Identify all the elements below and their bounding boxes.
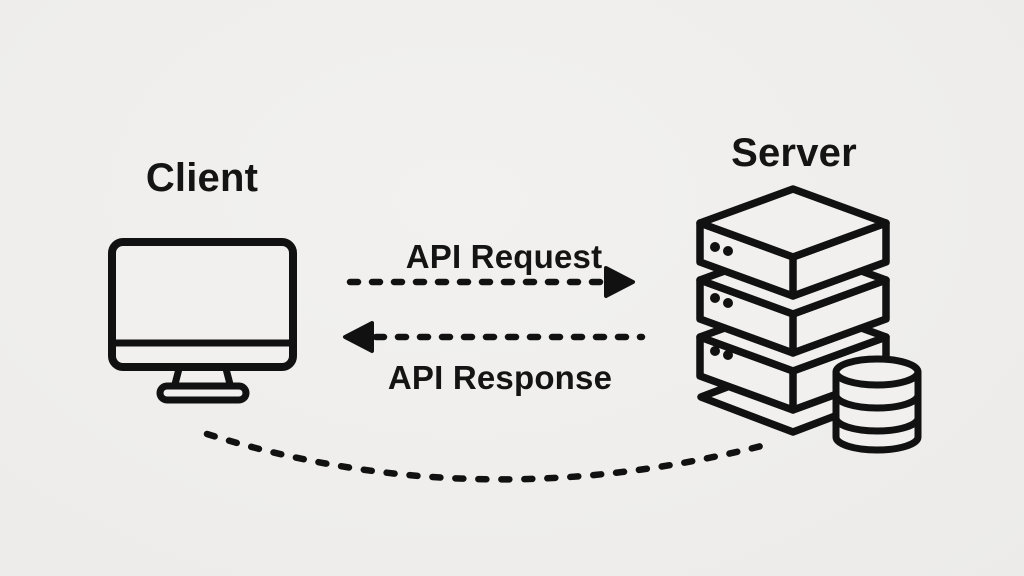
database-icon (832, 355, 922, 454)
api-response-label: API Response (387, 359, 613, 396)
api-response-arrow (343, 321, 646, 353)
dashed-curve-connector (203, 430, 777, 483)
api-request-label: API Request (405, 238, 603, 275)
api-request-arrow (346, 266, 635, 298)
server-node-label: Server (731, 131, 857, 175)
server-stack-icon (696, 185, 922, 454)
client-node-label: Client (145, 156, 259, 200)
desktop-monitor-icon (108, 238, 297, 404)
